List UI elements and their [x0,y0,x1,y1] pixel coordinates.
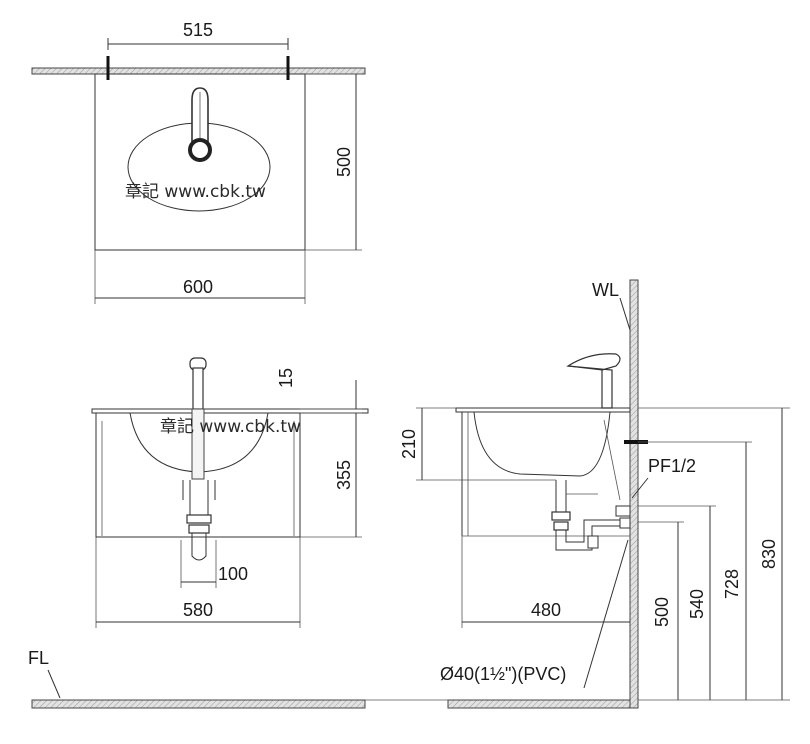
front-drain-trap [182,480,216,561]
dim-label-355: 355 [334,460,354,490]
dim-label-540: 540 [687,589,707,619]
label-supply: PF1/2 [648,456,696,476]
label-wall: WL [592,280,619,300]
dim-label-728: 728 [722,569,742,599]
dim-label-515: 515 [183,20,213,40]
top-cabinet-outline [94,73,306,251]
top-wall [31,67,366,75]
side-drain-trap [551,480,631,551]
front-faucet [189,357,207,480]
side-faucet [566,353,621,409]
dim-label-100: 100 [218,564,248,584]
side-basin [473,411,611,477]
dim-label-15: 15 [276,368,296,388]
top-faucet [188,87,212,162]
label-floor: FL [28,648,49,668]
side-view: WL FL PF1/2 Ø40(1½")(PVC) 210 480 500 54… [28,279,790,709]
watermark-top: 章記 www.cbk.tw [125,182,266,202]
front-countertop [91,408,369,414]
front-view: 100 580 15 355 章記 www.cbk.tw [91,357,369,628]
label-drain-pipe: Ø40(1½")(PVC) [440,664,566,684]
dim-label-830: 830 [759,539,779,569]
dim-label-600: 600 [183,277,213,297]
side-wall [629,279,639,709]
dim-label-480: 480 [531,600,561,620]
side-countertop [455,407,631,413]
dim-label-500-side: 500 [652,597,672,627]
dim-label-500-top: 500 [334,147,354,177]
watermark-front: 章記 www.cbk.tw [160,417,301,437]
top-view: 515 500 600 章記 www.cbk.tw [31,20,366,304]
dim-label-210: 210 [399,429,419,459]
dim-label-580: 580 [183,600,213,620]
floor-right [447,699,631,709]
floor-left [31,699,366,709]
